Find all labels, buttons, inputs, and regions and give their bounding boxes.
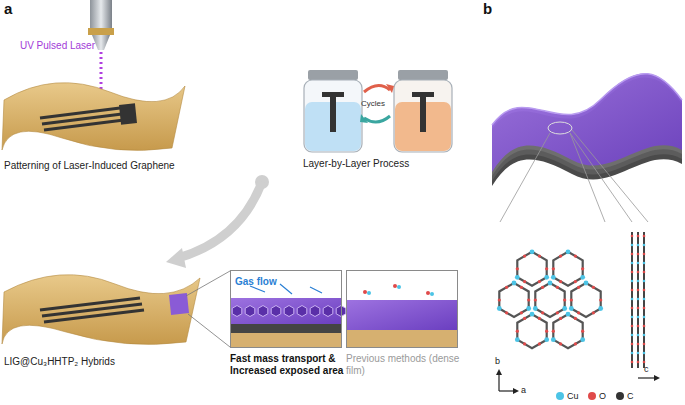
axis-label: a [521, 385, 526, 395]
inset-frame: Gas flow [230, 270, 342, 348]
legend-swatch [616, 392, 624, 400]
hybrid-sensor-film [2, 271, 230, 347]
inset-title: Gas flow [231, 274, 281, 290]
legend-swatch [556, 392, 564, 400]
legend-text: O [599, 391, 606, 401]
solution-jars [304, 70, 452, 152]
process-arrow [166, 175, 269, 268]
panel-letter: a [4, 3, 12, 15]
axis-label: c [644, 364, 649, 374]
panel-letter: b [483, 3, 492, 15]
dense-film-inset [347, 284, 457, 347]
inset-caption: Fast mass transport & Increased exposed … [230, 353, 346, 377]
polyimide-film [2, 83, 185, 151]
step-label: LIG@Cu₃HHTP₂ Hybrids [4, 356, 115, 368]
inset-frame [346, 270, 458, 348]
legend-text: C [627, 391, 634, 401]
axis-label: b [495, 356, 500, 366]
legend-text: Cu [567, 391, 579, 401]
axes [496, 369, 660, 394]
step-label: Patterning of Laser-Induced Graphene [4, 160, 175, 172]
process-label: Layer-by-Layer Process [303, 158, 409, 170]
cycle-label: Cycles [361, 99, 385, 109]
mof-structure [497, 249, 603, 348]
mof-side-view [631, 232, 646, 368]
laser-label: UV Pulsed Laser [20, 40, 95, 52]
mof-film-stack [492, 74, 682, 222]
legend-swatch [588, 392, 596, 400]
porous-film-inset [231, 284, 346, 347]
inset-caption: Previous methods (dense film) [346, 353, 462, 377]
inset-panel: Previous methods (dense film) [346, 270, 458, 377]
inset-panel: Gas flowFast mass transport & Increased … [230, 270, 342, 377]
